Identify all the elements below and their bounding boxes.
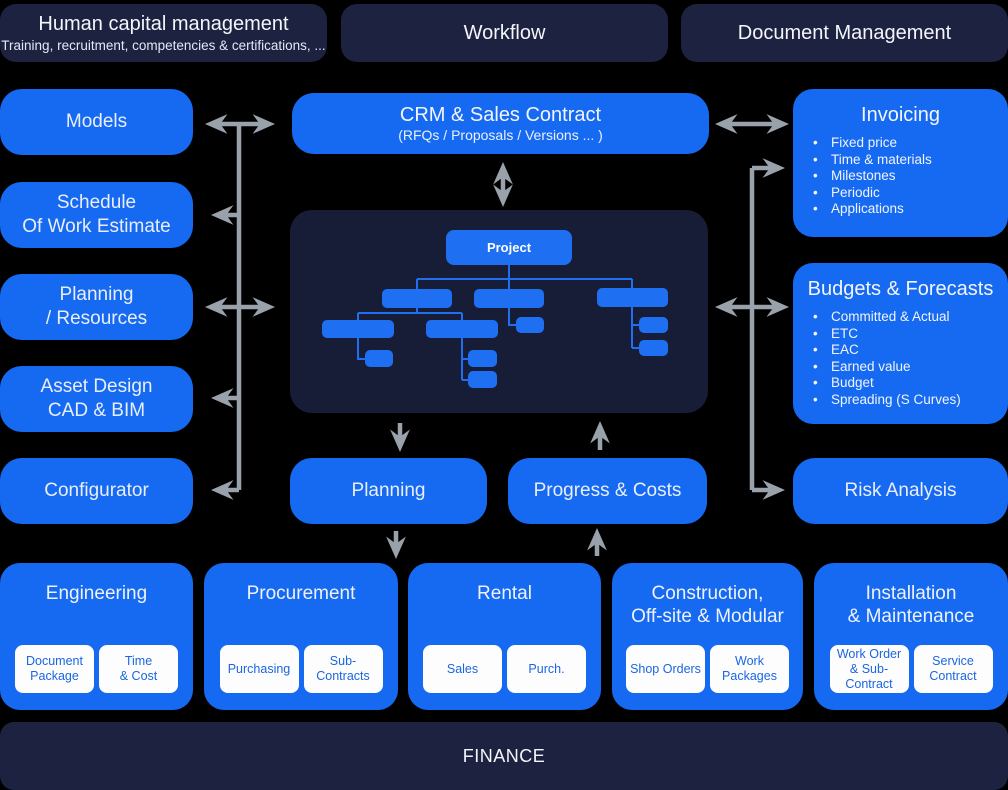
box-procurement: Procurement Purchasing Sub- Contracts [204, 563, 398, 710]
workflow-title: Workflow [463, 22, 546, 44]
engineering-title: Engineering [45, 583, 148, 604]
invoicing-item: Time & materials [809, 152, 1002, 169]
budgets-item: ETC [809, 326, 1002, 343]
box-planning: Planning [290, 458, 487, 524]
tree-node [516, 317, 544, 333]
chip-work-order-sub-contract: Work Order & Sub- Contract [829, 645, 909, 693]
box-progress-costs: Progress & Costs [508, 458, 707, 524]
engineering-chips: Document Package Time & Cost [0, 645, 193, 693]
crm-title: CRM & Sales Contract [399, 103, 602, 126]
budgets-title: Budgets & Forecasts [807, 278, 994, 300]
tree-node [639, 317, 668, 333]
finance-bar: FINANCE [0, 722, 1008, 790]
box-document-management: Document Management [681, 4, 1008, 62]
box-engineering: Engineering Document Package Time & Cost [0, 563, 193, 710]
box-risk-analysis: Risk Analysis [793, 458, 1008, 524]
procurement-title: Procurement [246, 583, 356, 604]
budgets-item: EAC [809, 342, 1002, 359]
box-rental: Rental Sales Purch. [408, 563, 601, 710]
tree-node [426, 320, 498, 338]
chip-time-cost: Time & Cost [99, 645, 178, 693]
box-construction-offsite-modular: Construction, Off-site & Modular Shop Or… [612, 563, 803, 710]
box-budgets-forecasts: Budgets & Forecasts Committed & Actual E… [793, 263, 1008, 424]
box-asset-design-cad-bim: Asset Design CAD & BIM [0, 366, 193, 432]
tree-node [365, 350, 393, 367]
invoicing-list: Fixed price Time & materials Milestones … [793, 135, 1008, 218]
tree-node [639, 340, 668, 356]
tree-node [468, 350, 497, 367]
rental-title: Rental [477, 583, 532, 604]
configurator-label: Configurator [44, 480, 149, 501]
chip-work-packages: Work Packages [710, 645, 789, 693]
budgets-list: Committed & Actual ETC EAC Earned value … [793, 309, 1008, 408]
chip-document-package: Document Package [15, 645, 94, 693]
project-tree-panel: Project [290, 210, 708, 413]
box-crm-sales-contract: CRM & Sales Contract (RFQs / Proposals /… [292, 93, 709, 154]
procurement-chips: Purchasing Sub- Contracts [204, 645, 398, 693]
hcm-title: Human capital management [38, 13, 289, 35]
project-node: Project [446, 230, 572, 265]
invoicing-title: Invoicing [861, 104, 940, 126]
chip-sales: Sales [423, 645, 502, 693]
box-models: Models [0, 89, 193, 155]
progress-costs-label: Progress & Costs [533, 480, 682, 501]
installation-title: Installation & Maintenance [847, 583, 975, 627]
budgets-item: Budget [809, 375, 1002, 392]
construction-title: Construction, Off-site & Modular [631, 583, 784, 627]
asset-design-label: Asset Design CAD & BIM [40, 376, 153, 421]
invoicing-item: Periodic [809, 185, 1002, 202]
box-schedule-of-work-estimate: Schedule Of Work Estimate [0, 182, 193, 248]
budgets-item: Committed & Actual [809, 309, 1002, 326]
risk-analysis-label: Risk Analysis [844, 480, 957, 501]
box-installation-maintenance: Installation & Maintenance Work Order & … [814, 563, 1008, 710]
invoicing-item: Applications [809, 201, 1002, 218]
schedule-label: Schedule Of Work Estimate [22, 192, 171, 237]
budgets-item: Spreading (S Curves) [809, 392, 1002, 409]
box-human-capital-management: Human capital management Training, recru… [0, 4, 327, 62]
tree-node [468, 371, 497, 388]
construction-chips: Shop Orders Work Packages [612, 645, 803, 693]
document-management-title: Document Management [737, 22, 952, 44]
chip-purch: Purch. [507, 645, 586, 693]
budgets-item: Earned value [809, 359, 1002, 376]
models-label: Models [65, 111, 128, 132]
box-invoicing: Invoicing Fixed price Time & materials M… [793, 89, 1008, 237]
planning-resources-label: Planning / Resources [45, 284, 148, 329]
rental-chips: Sales Purch. [408, 645, 601, 693]
box-workflow: Workflow [341, 4, 668, 62]
box-configurator: Configurator [0, 458, 193, 524]
chip-purchasing: Purchasing [219, 645, 299, 693]
installation-chips: Work Order & Sub- Contract Service Contr… [814, 645, 1008, 693]
finance-label: FINANCE [462, 745, 546, 766]
tree-node [474, 289, 544, 308]
chip-service-contract: Service Contract [913, 645, 993, 693]
crm-subtitle: (RFQs / Proposals / Versions ... ) [398, 126, 603, 143]
tree-node [597, 288, 668, 307]
planning-label: Planning [351, 480, 426, 501]
tree-node [382, 289, 452, 308]
hcm-subtitle: Training, recruitment, competencies & ce… [1, 38, 326, 53]
invoicing-item: Fixed price [809, 135, 1002, 152]
invoicing-item: Milestones [809, 168, 1002, 185]
chip-sub-contracts: Sub- Contracts [303, 645, 383, 693]
chip-shop-orders: Shop Orders [626, 645, 705, 693]
tree-node [322, 320, 394, 338]
box-planning-resources: Planning / Resources [0, 274, 193, 340]
